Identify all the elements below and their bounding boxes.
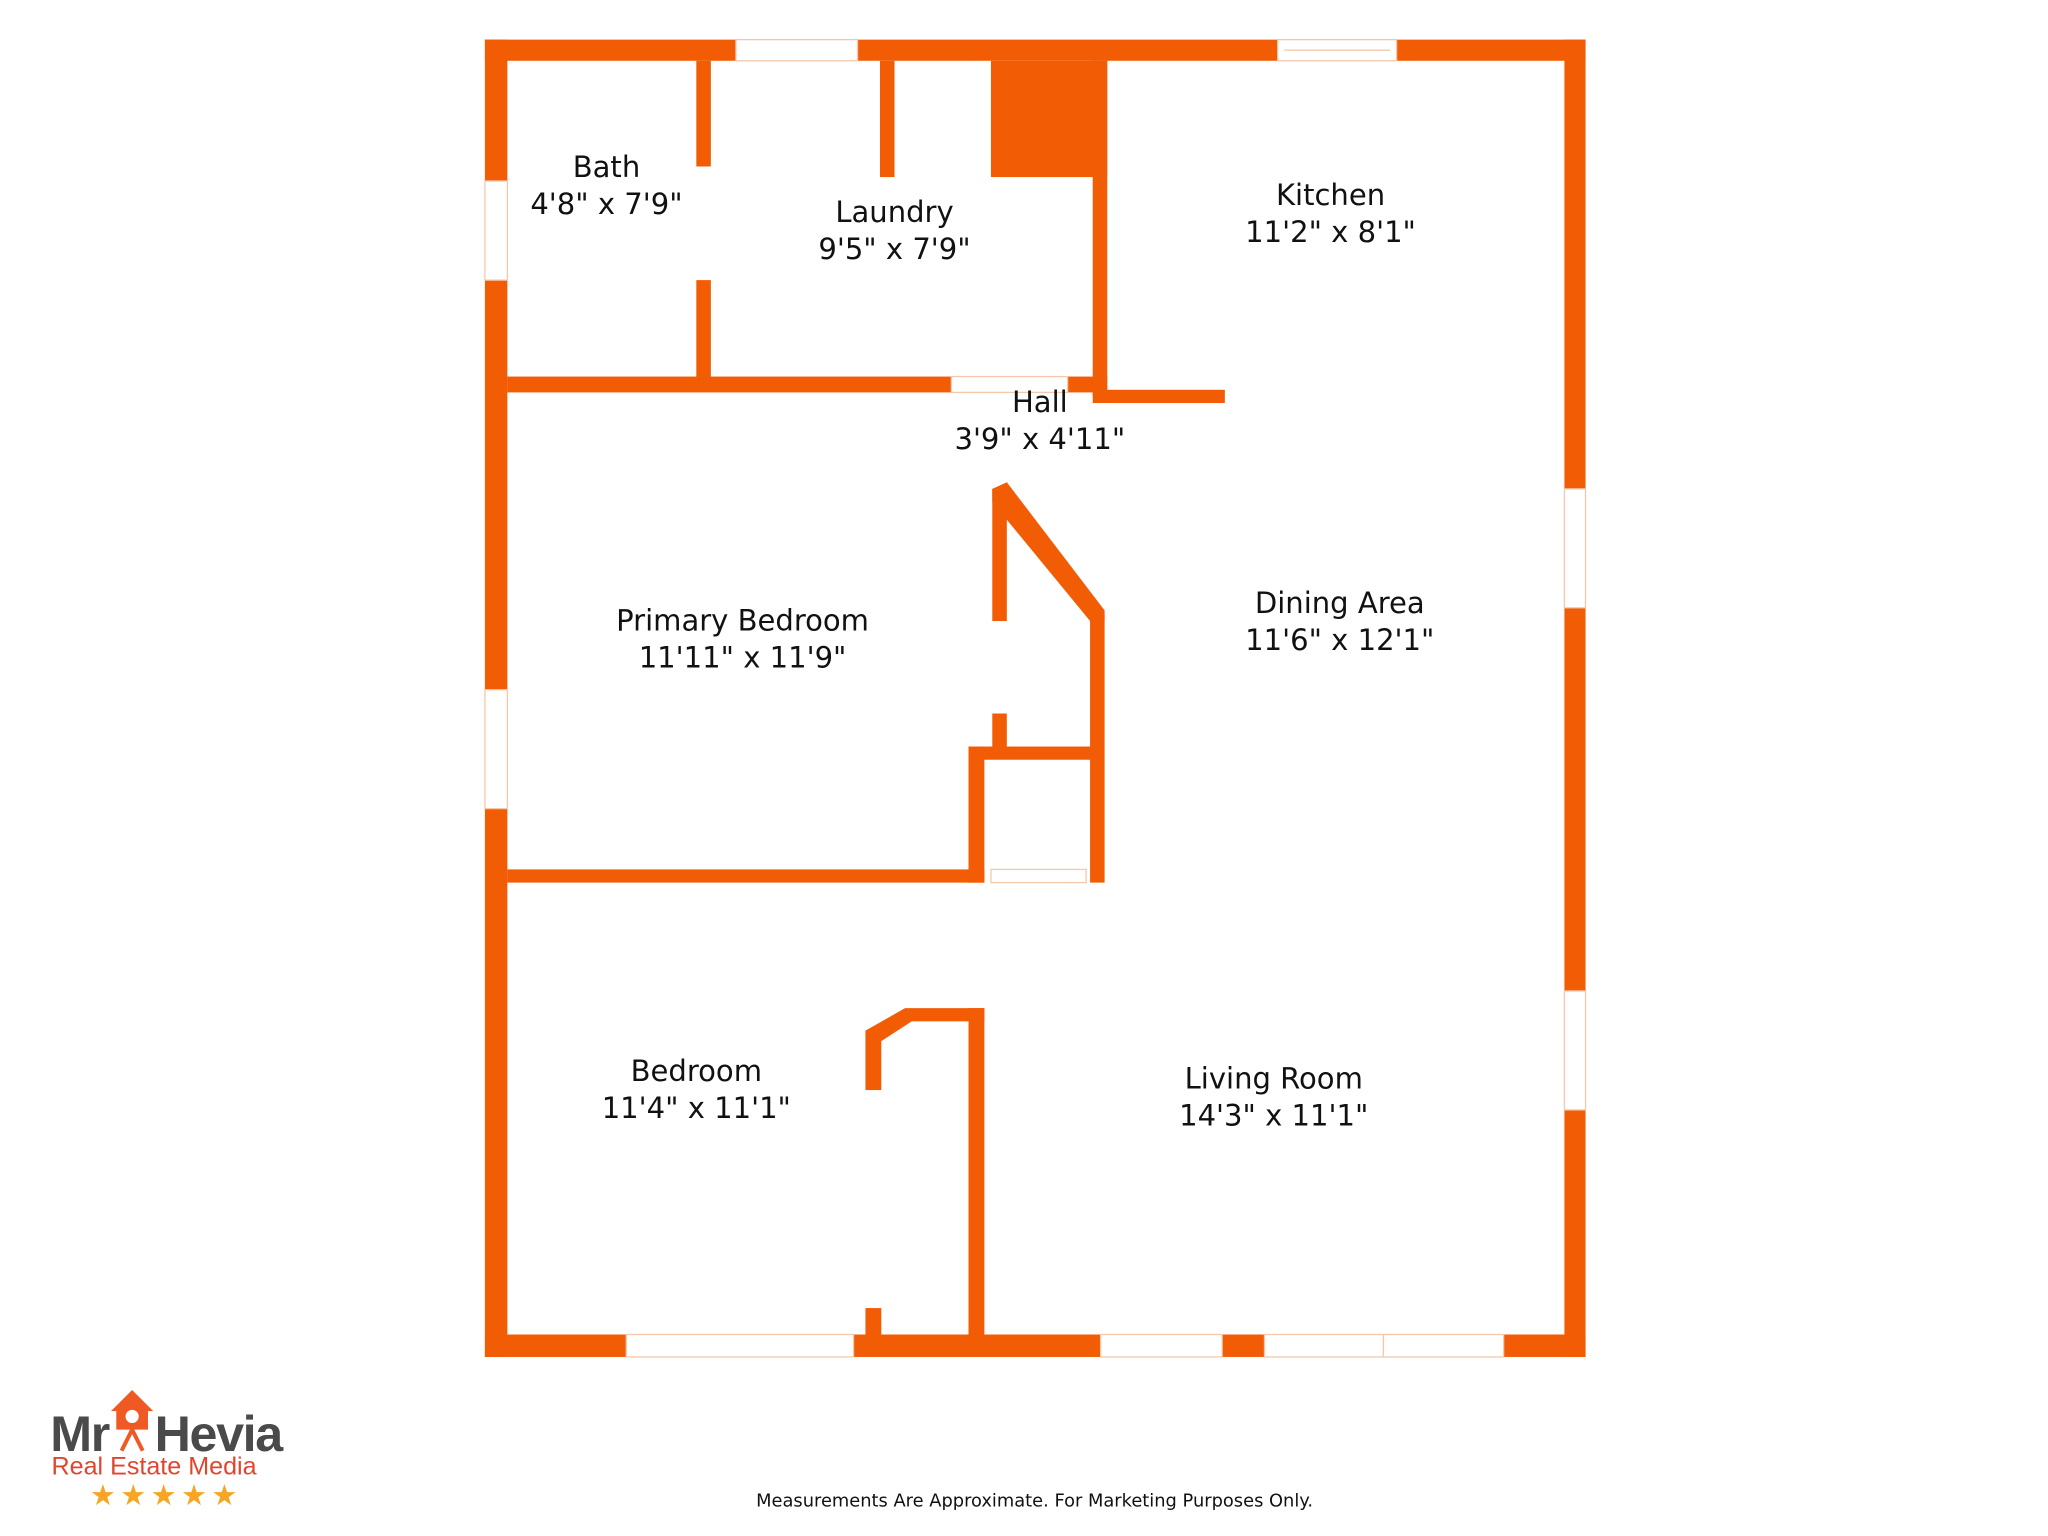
house-camera-icon [110,1389,154,1452]
logo: Mr Hevia Real Estate Media ★ ★ ★ ★ ★ [50,1389,286,1512]
room-name: Bedroom [631,1054,762,1088]
star-icon: ★ [181,1478,207,1512]
room-name: Laundry [835,195,953,229]
room-name: Kitchen [1276,178,1385,212]
logo-brand-left: Mr [50,1406,109,1462]
openings [484,38,1587,1358]
room-name: Bath [573,150,641,184]
room-size: 11'11" x 11'9" [639,640,847,674]
rating-stars: ★ ★ ★ ★ ★ [90,1478,238,1512]
room-name: Dining Area [1255,586,1425,620]
logo-brand-right: Hevia [155,1406,285,1462]
room-size: 3'9" x 4'11" [954,422,1125,456]
star-icon: ★ [90,1478,116,1512]
room-size: 11'4" x 11'1" [602,1091,791,1125]
walls [484,39,1586,1357]
room-name: Primary Bedroom [616,603,869,637]
room-size: 14'3" x 11'1" [1179,1099,1368,1133]
room-size: 9'5" x 7'9" [818,232,970,266]
star-icon: ★ [211,1478,237,1512]
room-name: Living Room [1185,1062,1363,1096]
star-icon: ★ [151,1478,177,1512]
room-size: 4'8" x 7'9" [530,187,682,221]
room-size: 11'6" x 12'1" [1245,623,1434,657]
disclaimer: Measurements Are Approximate. For Market… [756,1490,1313,1511]
logo-tagline: Real Estate Media [52,1453,257,1481]
room-labels: Bath 4'8" x 7'9" Laundry 9'5" x 7'9" Kit… [530,150,1434,1133]
room-size: 11'2" x 8'1" [1245,215,1416,249]
room-name: Hall [1012,385,1068,419]
star-icon: ★ [120,1478,146,1512]
